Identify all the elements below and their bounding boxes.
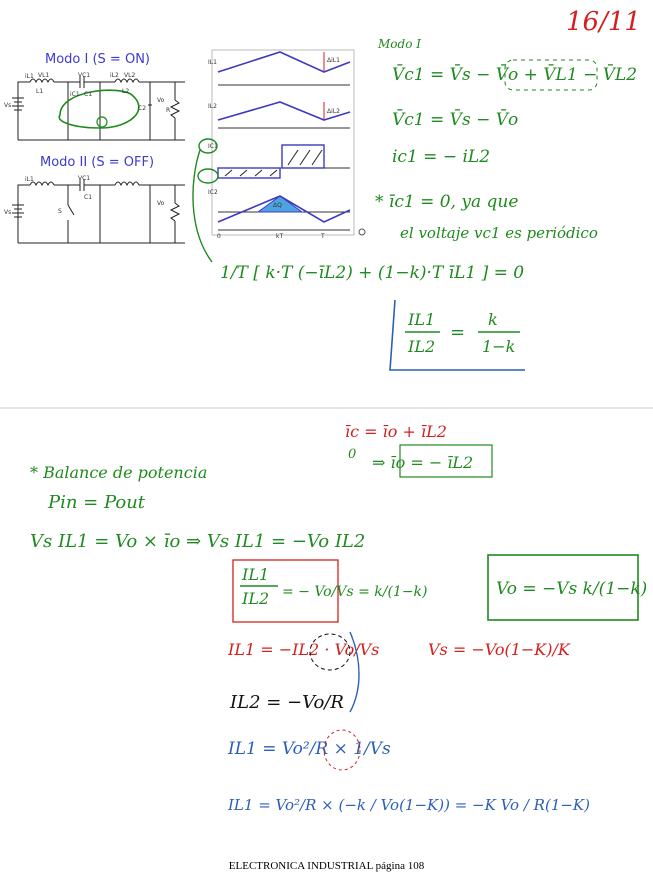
m2-vs: Vs — [4, 209, 11, 216]
note-eq4: * īc1 = 0, ya que — [375, 192, 518, 212]
note-eq3: ic1 = − iL2 — [392, 147, 490, 167]
m2-switch: S — [58, 208, 62, 215]
balance-title: * Balance de potencia — [30, 463, 207, 482]
m1-vs: Vs — [4, 102, 11, 109]
vs-eq: Vs IL1 = Vo × īo ⇒ Vs IL1 = −Vo IL2 — [30, 531, 365, 552]
m1-vc1: VC1 — [78, 72, 90, 79]
delta-il2: ΔiL2 — [327, 108, 340, 115]
il2-black: IL2 = −Vo/R — [229, 692, 344, 713]
il1-red: IL1 = −IL2 · Vo/Vs — [227, 640, 379, 659]
m2-vc1: VC1 — [78, 175, 90, 182]
vo-result-box — [487, 554, 639, 621]
m1-l1: L1 — [36, 88, 43, 95]
m1-ic1: iC1 — [70, 91, 80, 98]
mode1-node-mark — [96, 116, 108, 128]
tick-0: 0 — [217, 233, 221, 240]
m1-c2: C2 — [138, 105, 146, 112]
il1-blue1: IL1 = Vo²/R × 1/Vs — [227, 739, 391, 759]
ic2-wave — [217, 195, 351, 223]
wave-label-il1: IL1 — [208, 59, 217, 66]
m1-il2: iL2 — [110, 72, 119, 79]
note-eq5: el voltaje vc1 es periódico — [400, 224, 598, 242]
il2-wave — [217, 101, 351, 121]
page-footer: ELECTRONICA INDUSTRIAL página 108 — [228, 860, 425, 872]
wave-label-ic1: IC1 — [208, 143, 218, 150]
m1-c1: C1 — [84, 91, 92, 98]
page-number: 16/11 — [566, 7, 641, 37]
delta-il1: ΔiL1 — [327, 57, 340, 64]
ratio-num: IL1 — [407, 310, 435, 329]
note-eq1: V̄c1 = V̄s − V̄o + V̄L1 − V̄L2 — [392, 63, 637, 85]
mode1-title: Modo I (S = ON) — [45, 52, 150, 67]
mode1-circuit — [12, 76, 185, 141]
wave-label-ic2: IC2 — [208, 189, 218, 196]
m1-vl2: VL2 — [124, 72, 135, 79]
io-eq: ⇒ īo = − īL2 — [372, 453, 473, 472]
note-eq1-dashed-box — [504, 59, 598, 91]
m1-vl1: VL1 — [38, 72, 49, 79]
delta-q: ΔQ — [273, 202, 282, 209]
note-eq2: V̄c1 = V̄s − V̄o — [392, 108, 518, 130]
waveform-panel — [211, 49, 355, 236]
io-box — [399, 444, 493, 478]
svg-text:=: = — [450, 322, 465, 343]
ratio-rhs-num: k — [488, 310, 498, 329]
m2-il1: iL1 — [25, 176, 34, 183]
note-modo-i: Modo I — [377, 37, 421, 51]
ic-eq: īc = īo + īL2 — [345, 422, 447, 441]
vs-red-dashed-circle — [323, 729, 361, 771]
frac-den: IL2 — [241, 589, 269, 608]
frac-num: IL1 — [241, 565, 269, 584]
m1-vo: Vo — [157, 97, 165, 104]
m1-l2: L2 — [122, 88, 129, 95]
pin-pout: Pin = Pout — [47, 492, 146, 513]
il1-blue2: IL1 = Vo²/R × (−k / Vo(1−K)) = −K Vo / R… — [227, 796, 590, 814]
ratio-den: IL2 — [407, 337, 435, 356]
il1-wave — [217, 51, 351, 73]
fraction-red-box — [232, 559, 339, 623]
m1-il1: iL1 — [25, 73, 34, 80]
cursor-circle — [358, 228, 366, 236]
ratio-box: IL1 IL2 = k 1−k — [389, 299, 525, 371]
vs-red: Vs = −Vo(1−K)/K — [428, 640, 571, 659]
tick-kt: kT — [276, 233, 283, 240]
m2-c1: C1 — [84, 194, 92, 201]
waveform-annotations — [192, 138, 219, 263]
tick-t: T — [320, 233, 325, 240]
mode2-circuit — [12, 179, 185, 244]
brace-blue — [349, 631, 360, 713]
wave-label-il2: IL2 — [208, 103, 217, 110]
ratio-rhs-den: 1−k — [482, 337, 515, 356]
vo-vs-dashed-circle — [309, 633, 351, 671]
mode1-current-loop — [58, 89, 140, 129]
mode2-title: Modo II (S = OFF) — [40, 155, 154, 170]
frac-eq: = − Vo/Vs = k/(1−k) — [282, 584, 428, 600]
m1-r: R — [166, 107, 170, 114]
ic-zero: 0 — [348, 447, 356, 462]
note-eq6: 1/T [ k·T (−īL2) + (1−k)·T īL1 ] = 0 — [220, 263, 524, 283]
vo-result: Vo = −Vs k/(1−k) — [496, 579, 647, 599]
m2-vo: Vo — [157, 200, 165, 207]
